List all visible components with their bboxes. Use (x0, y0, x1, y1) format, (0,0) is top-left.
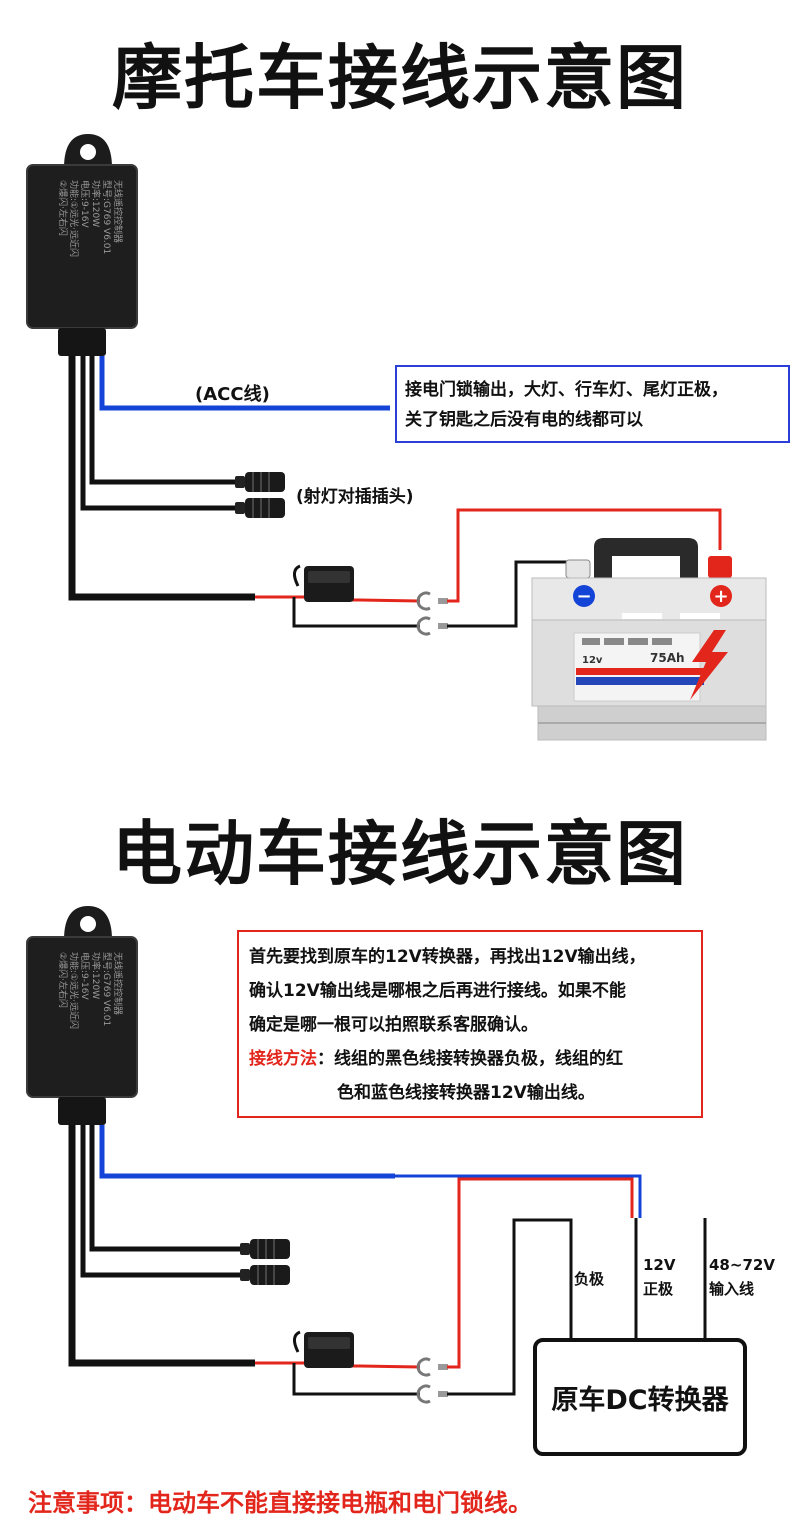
module-label-line: 电压:9-16V (79, 180, 91, 228)
fuse-holder-1 (293, 564, 354, 602)
battery-minus-sign: − (576, 586, 591, 607)
ebike-note-line-2: 确认12V输出线是哪根之后再进行接线。如果不能 (249, 981, 626, 1001)
battery-minus-terminal (573, 585, 595, 607)
battery: − + 12v 75Ah (531, 538, 767, 741)
spotlight-plug-label: (射灯对插插头) (296, 487, 414, 507)
positive-label: 正极 (643, 1280, 674, 1298)
ebike-note-box: 首先要找到原车的12V转换器，再找出12V输出线， 确认12V输出线是哪根之后再… (237, 930, 703, 1118)
acc-note-box: 接电门锁输出，大灯、行车灯、尾灯正极， 关了钥匙之后没有电的线都可以 (395, 365, 790, 443)
wiring-method-label: 接线方法 (249, 1049, 317, 1069)
acc-note-line-1: 接电门锁输出，大灯、行车灯、尾灯正极， (405, 380, 728, 400)
battery-voltage: 12v (582, 655, 603, 666)
battery-capacity: 75Ah (650, 651, 685, 665)
ebike-title: 电动车接线示意图 (112, 813, 688, 895)
wire-bundle-1 (68, 356, 722, 636)
acc-wire-label: (ACC线) (195, 384, 270, 405)
ebike-note-line-3: 确定是哪一根可以拍照联系客服确认。 (249, 1015, 538, 1035)
module-label-line: 无线遥控控制器 (112, 952, 124, 1015)
wiring-method-line-2: 色和蓝色线接转换器12V输出线。 (337, 1083, 595, 1103)
ebike-note-line-1: 首先要找到原车的12V转换器，再找出12V输出线， (249, 947, 646, 967)
module-label-line: ②爆闪·左右闪 (57, 952, 69, 1008)
dc-converter-box: 原车DC转换器 (533, 1338, 747, 1456)
motorcycle-title: 摩托车接线示意图 (112, 37, 688, 119)
fuse-holder-2 (293, 1330, 354, 1368)
module-label-line: 功能:①远光·远近闪 (68, 952, 80, 1029)
battery-plus-sign: + (713, 586, 728, 607)
module-label-line: 功率:120W (90, 952, 102, 999)
module-label-line: 无线遥控控制器 (112, 180, 124, 243)
module-label-line: 型号:G769 V6.01 (101, 952, 112, 1026)
wiring-method-text-1: ：线组的黑色线接转换器负极，线组的红 (317, 1049, 623, 1069)
negative-label: 负极 (574, 1270, 605, 1288)
battery-plus-terminal (710, 585, 732, 607)
input-wire-label: 输入线 (709, 1280, 755, 1298)
module-label-line: 功能:①远光·远近闪 (68, 180, 80, 257)
wiring-method-line-1: 接线方法：线组的黑色线接转换器负极，线组的红 (249, 1042, 691, 1076)
wire-bundle-2 (68, 1125, 707, 1404)
input-voltage-label: 48~72V (709, 1256, 775, 1274)
warning-note: 注意事项：电动车不能直接接电瓶和电门锁线。 (28, 1489, 532, 1517)
module-label-line: 电压:9-16V (79, 952, 91, 1000)
module-label-line: ②爆闪·左右闪 (57, 180, 69, 236)
module-label-line: 功率:120W (90, 180, 102, 227)
module-label-line: 型号:G769 V6.01 (101, 180, 112, 254)
acc-note-line-2: 关了钥匙之后没有电的线都可以 (405, 410, 643, 430)
12v-label: 12V (643, 1256, 676, 1274)
